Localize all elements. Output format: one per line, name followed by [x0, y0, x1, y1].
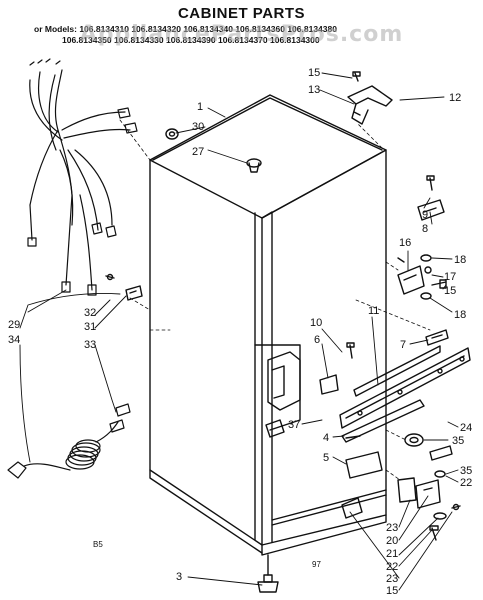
callout-24: 22	[460, 477, 472, 489]
cover-25	[341, 497, 363, 519]
model-numbers-line-2: 106.8134350 106.8134330 106.8134390 106.…	[62, 35, 320, 45]
callout-5: 5	[323, 452, 329, 464]
callout-32: 32	[84, 307, 96, 319]
callout-33: 33	[84, 339, 96, 351]
wiring-harness	[27, 58, 138, 296]
mullion-4	[341, 399, 425, 443]
hinge-pin-7	[425, 329, 449, 346]
callout-22: 22	[386, 561, 398, 573]
callout-7: 7	[400, 339, 406, 351]
cabinet-body	[149, 94, 387, 556]
cap-35	[404, 433, 424, 447]
channel-11	[353, 345, 441, 397]
callout-35: 35	[452, 435, 464, 447]
callout-27: 27	[192, 146, 204, 158]
callout-29: 29	[8, 319, 20, 331]
callout-15: 15	[308, 67, 320, 79]
terminal-block	[105, 273, 143, 301]
plate-5	[345, 451, 383, 479]
callout-23: 23	[386, 522, 398, 534]
corner-mark-left: B5	[93, 540, 103, 549]
callout-18: 18	[454, 254, 466, 266]
callout-26: 24	[460, 422, 472, 434]
leveling-leg	[257, 554, 279, 593]
callout-3: 3	[176, 571, 182, 583]
bracket-6	[319, 342, 355, 395]
center-hinge	[397, 254, 447, 300]
callout-31: 31	[84, 321, 96, 333]
parts-36-24	[429, 445, 453, 478]
callout-11: 11	[368, 305, 379, 317]
model-numbers-line-1: or Models: 106.8134310 106.8134320 106.8…	[34, 24, 337, 34]
callout-36: 35	[460, 465, 472, 477]
callout-15-right: 15	[444, 285, 456, 297]
rail-26	[339, 347, 471, 429]
top-hinge	[347, 71, 393, 125]
hinge-bracket-9	[417, 175, 445, 221]
callout-37: 37	[288, 419, 300, 431]
callout-34: 34	[8, 334, 20, 346]
top-plug	[246, 158, 262, 173]
cabinet-latch-assembly	[265, 351, 301, 438]
callout-8: 8	[422, 223, 428, 235]
callout-1: 1	[197, 101, 203, 113]
callout-21: 21	[386, 548, 398, 560]
diagram-title: CABINET PARTS	[177, 5, 306, 22]
callout-6: 6	[314, 334, 320, 346]
callout-16: 17	[444, 271, 456, 283]
callout-30: 30	[192, 121, 204, 133]
lower-hinge	[397, 477, 461, 541]
callout-13: 13	[308, 84, 320, 96]
callout-18-lower: 18	[454, 309, 466, 321]
callout-25: 23	[386, 573, 398, 585]
grommet	[165, 128, 179, 140]
callout-labels: 1 12 15 13 27 30 9 8 16 18 17 15 18 11 1…	[8, 67, 472, 597]
callout-9: 9	[422, 209, 428, 221]
callout-17: 16	[399, 237, 411, 249]
callout-10: 10	[310, 317, 322, 329]
callout-12: 12	[449, 92, 461, 104]
callout-4: 4	[323, 432, 329, 444]
callout-15-bottom: 15	[386, 585, 398, 597]
corner-mark-right: 97	[312, 560, 321, 569]
callout-20: 20	[386, 535, 398, 547]
power-cord	[7, 403, 131, 479]
